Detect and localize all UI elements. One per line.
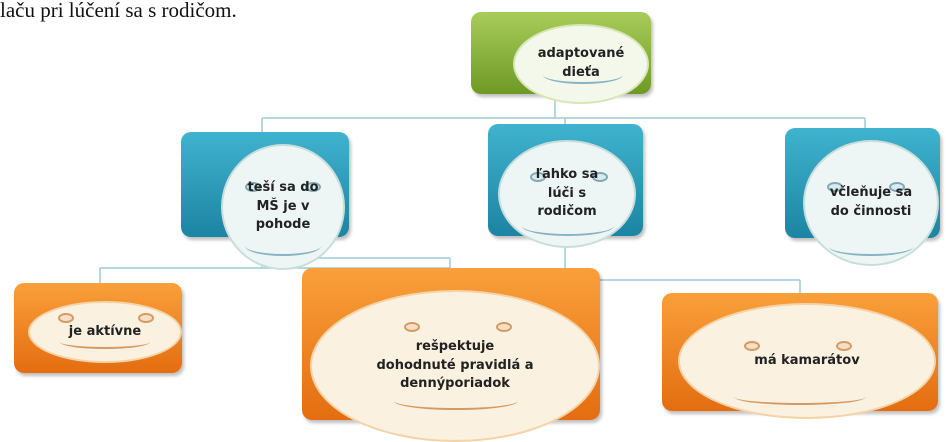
node-label: je aktívne (68, 323, 142, 339)
eye-icon (530, 172, 546, 182)
node-label: teší sa do MŠ je v pohode (247, 179, 319, 233)
eye-icon (245, 182, 261, 192)
eye-icon (496, 322, 512, 332)
eye-icon (305, 182, 321, 192)
root-label: adaptované dieťa (537, 46, 625, 80)
eye-icon (836, 341, 852, 351)
smile-icon (522, 216, 614, 236)
node-label: má kamarátov (754, 352, 860, 368)
connector-lahko-children (564, 237, 801, 293)
smile-icon (245, 236, 321, 256)
face-respektuje: rešpektuje dohodnuté pravidlá a dennýpor… (310, 290, 600, 442)
smile-icon (394, 392, 518, 410)
face-je-aktivne: je aktívne (28, 301, 182, 363)
face-lahko: ľahko sa lúči s rodičom (498, 140, 636, 248)
smile-icon (60, 335, 150, 349)
node-vclenuje-sa: včleňuje sa do činnosti (785, 128, 940, 266)
eye-icon (592, 172, 608, 182)
connector-root-level1 (261, 95, 866, 132)
face-tesi: teší sa do MŠ je v pohode (221, 144, 345, 270)
root-node: adaptované dieťa (471, 12, 651, 104)
eye-icon (58, 313, 74, 323)
eye-icon (889, 182, 905, 192)
node-label: včleňuje sa do činnosti (829, 185, 913, 219)
node-tesi-sa-do-ms: teší sa do MŠ je v pohode (181, 132, 349, 270)
smile-icon (543, 66, 623, 84)
eye-icon (404, 322, 420, 332)
node-lahko-sa-luci: ľahko sa lúči s rodičom (488, 124, 643, 248)
face-ma-kamaratov: má kamarátov (678, 303, 936, 419)
smile-icon (829, 238, 913, 256)
node-ma-kamaratov: má kamarátov (662, 293, 938, 419)
eye-icon (827, 182, 843, 192)
smile-icon (734, 389, 866, 405)
eye-icon (744, 341, 760, 351)
face-vclenuje: včleňuje sa do činnosti (803, 140, 939, 266)
root-face: adaptované dieťa (513, 24, 649, 104)
text-fragment: laču pri lúčení sa s rodičom. (0, 0, 237, 22)
node-je-aktivne: je aktívne (14, 283, 182, 373)
node-respektuje: rešpektuje dohodnuté pravidlá a dennýpor… (302, 268, 600, 442)
eye-icon (138, 313, 154, 323)
node-label: rešpektuje dohodnuté pravidlá a dennýpor… (376, 338, 534, 392)
node-label: ľahko sa lúči s rodičom (535, 166, 599, 220)
